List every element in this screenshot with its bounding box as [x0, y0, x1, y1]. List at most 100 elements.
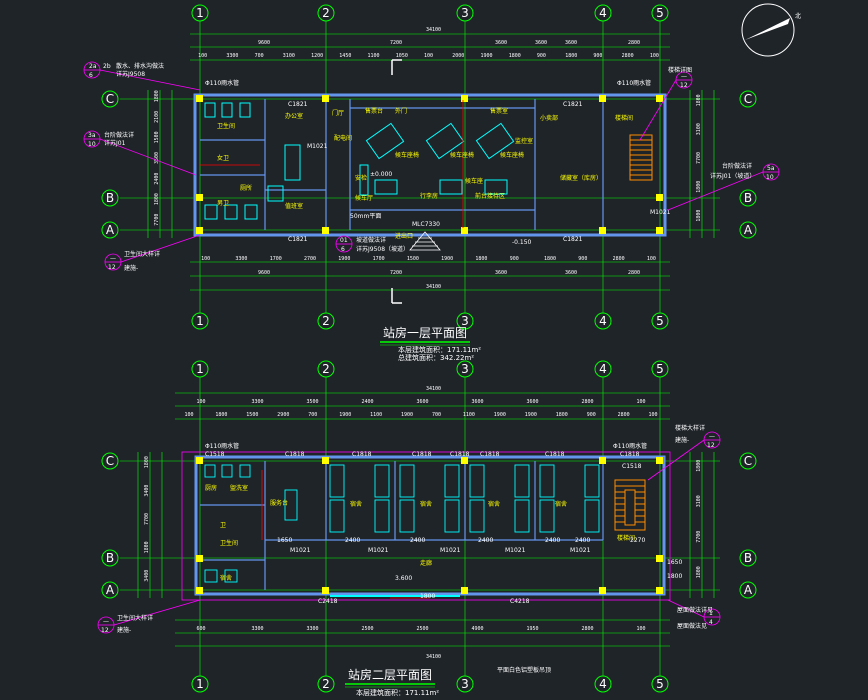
dim-sub: 1800: [475, 256, 487, 262]
dim-right-value: 7700: [696, 531, 702, 543]
dim-seg: 3600: [565, 40, 577, 46]
dim-sub: 1100: [370, 412, 382, 418]
room-label: 宿舍: [488, 500, 500, 508]
row-label-a: A: [106, 583, 115, 597]
dim-right-value: 1800: [696, 94, 702, 106]
row-bubbles-p2: C B A C B A: [101, 452, 757, 599]
element-label: C1818: [412, 451, 432, 458]
dim-left-value: 1800: [154, 90, 160, 102]
dim-seg: 2800: [628, 40, 640, 46]
dim-seg: 9600: [258, 40, 270, 46]
dim-sub: 900: [578, 256, 587, 262]
dim-sub: 100: [198, 53, 207, 59]
callout-code: 12: [108, 264, 116, 271]
room-label: 楼梯间: [615, 114, 633, 122]
door-label: MLC7330: [412, 221, 440, 228]
dim-left-value: 1800: [144, 541, 150, 553]
room-label: 厕所: [240, 184, 252, 192]
axis-label-4: 4: [599, 314, 607, 328]
dim-seg: 3600: [565, 270, 577, 276]
element-label: C1518: [205, 451, 225, 458]
dim-sub: 700: [432, 412, 441, 418]
dim-seg: 2800: [582, 626, 594, 632]
dim-seg: 1950: [527, 626, 539, 632]
callouts-p2: — 12 卫生间大样详 建施- — 12 楼梯大样详 建施- 1 4 屋面做法详…: [97, 424, 721, 674]
axis-label-4: 4: [599, 677, 607, 691]
dim-seg: 600: [197, 626, 206, 632]
dim-seg: 100: [197, 399, 206, 405]
dim-left-value: 3400: [144, 570, 150, 582]
roof-outline: [181, 451, 671, 601]
dim-seg: 9600: [258, 270, 270, 276]
dim-left-value: 3500: [154, 152, 160, 164]
callout-text: 建施-: [117, 626, 131, 634]
dim-sub: 2900: [277, 412, 289, 418]
room-label: 候车厅: [355, 194, 373, 202]
callout-text: 建施-: [124, 264, 138, 272]
room-label: 卫: [220, 522, 226, 529]
element-label: 3.600: [395, 575, 412, 582]
dim-seg: 100: [637, 626, 646, 632]
dim-seg: 3600: [472, 399, 484, 405]
row-label-c: C: [744, 92, 752, 106]
element-label: M1021: [570, 547, 591, 554]
callout-text: 坡道做法详: [356, 236, 386, 244]
room-label: 男卫: [217, 200, 229, 207]
callout-code: 2a: [89, 63, 97, 70]
row-label-c: C: [106, 454, 114, 468]
dim-left-value: 1800: [144, 456, 150, 468]
dim-sub: 1900: [401, 412, 413, 418]
element-label: 2400: [575, 537, 590, 544]
callout-text: 屋面做法详见: [677, 606, 713, 614]
dim-sub: 1050: [396, 53, 408, 59]
room-label: 楼梯间: [617, 534, 635, 542]
axis-bubbles-top-p1: 1 2 3 4 5: [191, 4, 669, 22]
plan-title: 站房一层平面图: [383, 325, 467, 340]
beds-p2: [204, 464, 600, 583]
axis-label-3: 3: [461, 6, 469, 20]
room-label: 监控室: [515, 137, 533, 145]
walls-p2: [194, 455, 666, 596]
room-label: 安检: [355, 174, 367, 182]
dim-right-value: 1800: [696, 460, 702, 472]
stairs-p2: [614, 479, 646, 531]
area-text: 本层建筑面积：171.11m²: [398, 345, 481, 354]
callout-code: 5a: [767, 165, 775, 172]
dim-sub: 1800: [215, 412, 227, 418]
section-marks-p1: [391, 59, 402, 304]
axis-label-2: 2: [322, 314, 330, 328]
dim-seg: 2500: [417, 626, 429, 632]
dim-seg: 3600: [495, 40, 507, 46]
dim-sub: 700: [255, 53, 264, 59]
dim-seg: 100: [637, 399, 646, 405]
dim-sub: 100: [185, 412, 194, 418]
room-label: 值班室: [285, 202, 303, 210]
callout-text: 详苏J9508（坡道）: [356, 245, 409, 253]
room-label: 门厅: [332, 109, 344, 117]
row-label-b: B: [106, 191, 114, 205]
element-label: C1518: [622, 463, 642, 470]
element-label: 2400: [478, 537, 493, 544]
room-label: 办公室: [285, 112, 303, 120]
axis-label-1: 1: [196, 314, 204, 328]
axis-label-1: 1: [196, 362, 204, 376]
dim-sub: 1900: [481, 53, 493, 59]
room-label: 小卖部: [540, 114, 558, 122]
dim-sub: 2000: [452, 53, 464, 59]
element-label: M1021: [505, 547, 526, 554]
callout-code: 1: [709, 610, 713, 617]
callout-text: 散水、排水沟做法: [116, 62, 164, 70]
accent-lines-p1: [200, 100, 464, 228]
dim-sub: 1450: [339, 53, 351, 59]
callout-code: 10: [766, 174, 774, 181]
dim-seg: 3600: [535, 40, 547, 46]
room-labels-p2: 厨房 盥洗室 卫 卫生间 服务台 宿舍 宿舍 宿舍 宿舍 宿舍 楼梯间 走廊: [205, 484, 635, 582]
axis-label-2: 2: [322, 362, 330, 376]
room-label: 宿舍: [220, 574, 232, 582]
stairs-p1: [629, 134, 653, 181]
elevation-label: -0.150: [512, 239, 532, 246]
room-label: 卫生间: [220, 539, 238, 547]
seat-label: 候车座椅: [450, 151, 474, 159]
